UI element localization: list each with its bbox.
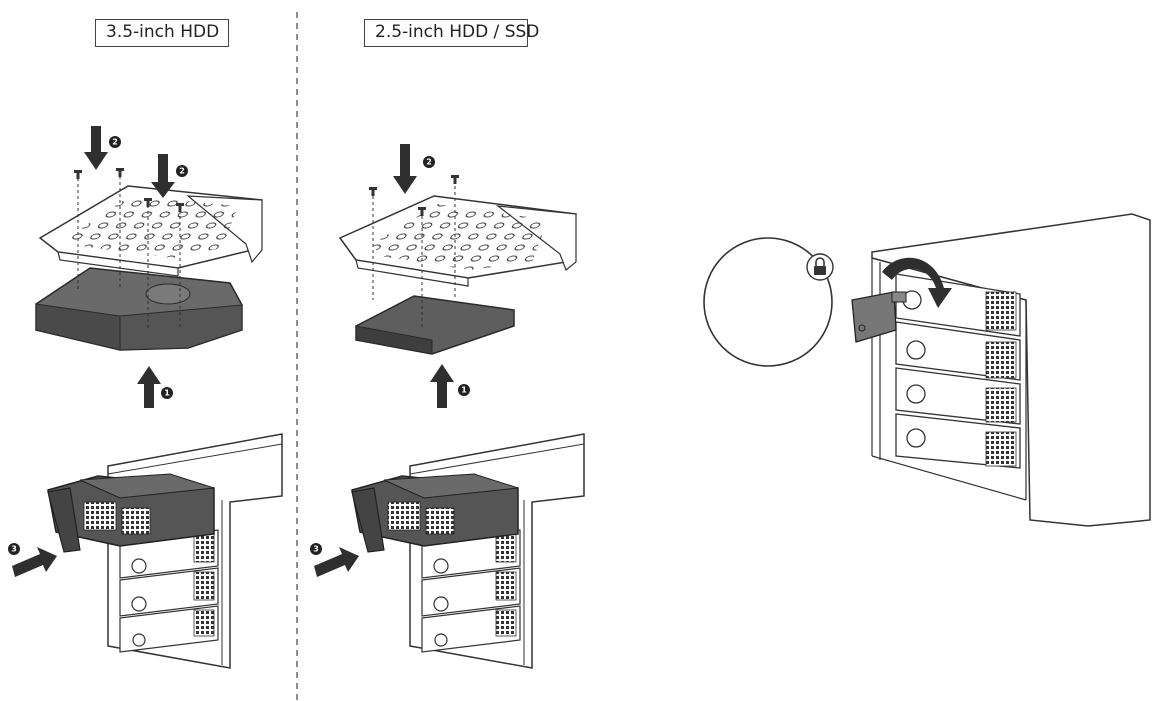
svg-text:1: 1 [461,386,467,395]
step-badge-3: 3 [310,543,322,555]
lock-icon [131,558,147,647]
svg-text:2: 2 [179,167,185,176]
svg-text:3: 3 [313,545,319,554]
hdd25-assembly: 2 1 [338,144,577,408]
screw-icon [74,168,184,212]
lock-icon [433,558,449,647]
step-badge-1: 1 [458,384,470,396]
svg-text:3: 3 [11,545,17,554]
svg-text:2: 2 [112,138,118,147]
hdd35-assembly: 2 2 1 [35,126,263,408]
hdd-2-5-drive [355,295,515,355]
zoom-inset [703,237,833,367]
step-badge-1: 1 [161,387,173,399]
nas-lock-view [703,213,1151,527]
arrow-insert-icon [314,547,359,577]
hdd35-nas-insertion: 3 [8,433,283,669]
arrow-up-icon [430,364,454,408]
screw-icon [369,175,459,216]
arrow-insert-icon [12,547,57,577]
section-title-3-5-inch-hdd: 3.5-inch HDD [95,19,229,47]
rotate-arrow-icon [882,257,952,308]
section-title-2-5-inch-hdd-ssd: 2.5-inch HDD / SSD [364,19,539,47]
arrow-up-icon [137,366,161,408]
key-icon [851,291,907,343]
svg-text:2: 2 [426,158,432,167]
hdd25-nas-insertion: 3 [310,433,585,669]
lock-status-icon [806,253,834,281]
arrow-down-icon [393,144,417,194]
step-badge-2: 2 2 [109,136,188,177]
step-badge-2: 2 [423,156,435,168]
arrow-down-icon [84,126,175,198]
svg-text:1: 1 [164,389,170,398]
step-badge-3: 3 [8,543,20,555]
